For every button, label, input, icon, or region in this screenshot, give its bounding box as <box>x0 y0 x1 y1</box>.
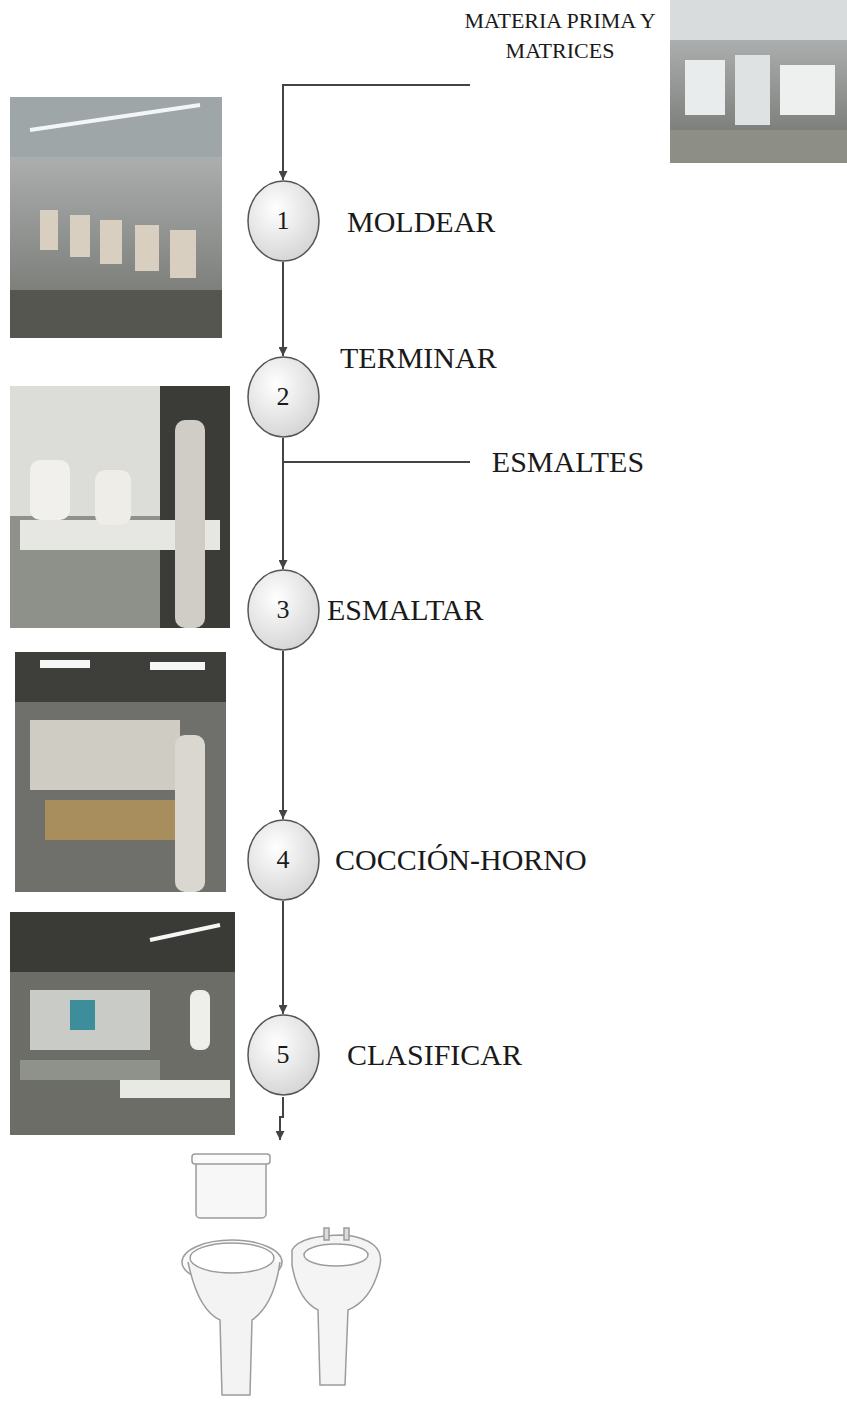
step-number: 1 <box>247 180 320 262</box>
process-circle: 1MOLDEAR <box>247 180 320 262</box>
step-name: CLASIFICAR <box>347 1038 522 1072</box>
process-circle: 5CLASIFICAR <box>247 1014 320 1096</box>
input-label: MATERIA PRIMA Y MATRICES <box>452 6 668 66</box>
photo-finishing <box>10 386 230 628</box>
photo-sorting <box>10 912 235 1135</box>
process-circle: 3ESMALTAR <box>247 569 320 651</box>
step-number: 3 <box>247 569 320 651</box>
photo-lab <box>670 0 847 163</box>
step-name: MOLDEAR <box>347 205 495 239</box>
step-name: TERMINAR <box>340 341 497 375</box>
step-name: COCCIÓN-HORNO <box>335 843 587 877</box>
step-name: ESMALTAR <box>327 593 484 627</box>
process-circle: 2TERMINAR <box>247 356 320 438</box>
step-number: 2 <box>247 356 320 438</box>
flow-arrow <box>282 651 284 819</box>
photo-glazing <box>15 652 226 892</box>
process-circle: 4COCCIÓN-HORNO <box>247 819 320 901</box>
step-number: 4 <box>247 819 320 901</box>
step-number: 5 <box>247 1014 320 1096</box>
flow-arrow <box>282 262 284 356</box>
flow-arrow <box>282 901 284 1014</box>
flow-arrow <box>282 438 284 569</box>
input-label: ESMALTES <box>478 445 658 479</box>
product-image <box>182 1154 381 1395</box>
photo-molding <box>10 97 222 338</box>
